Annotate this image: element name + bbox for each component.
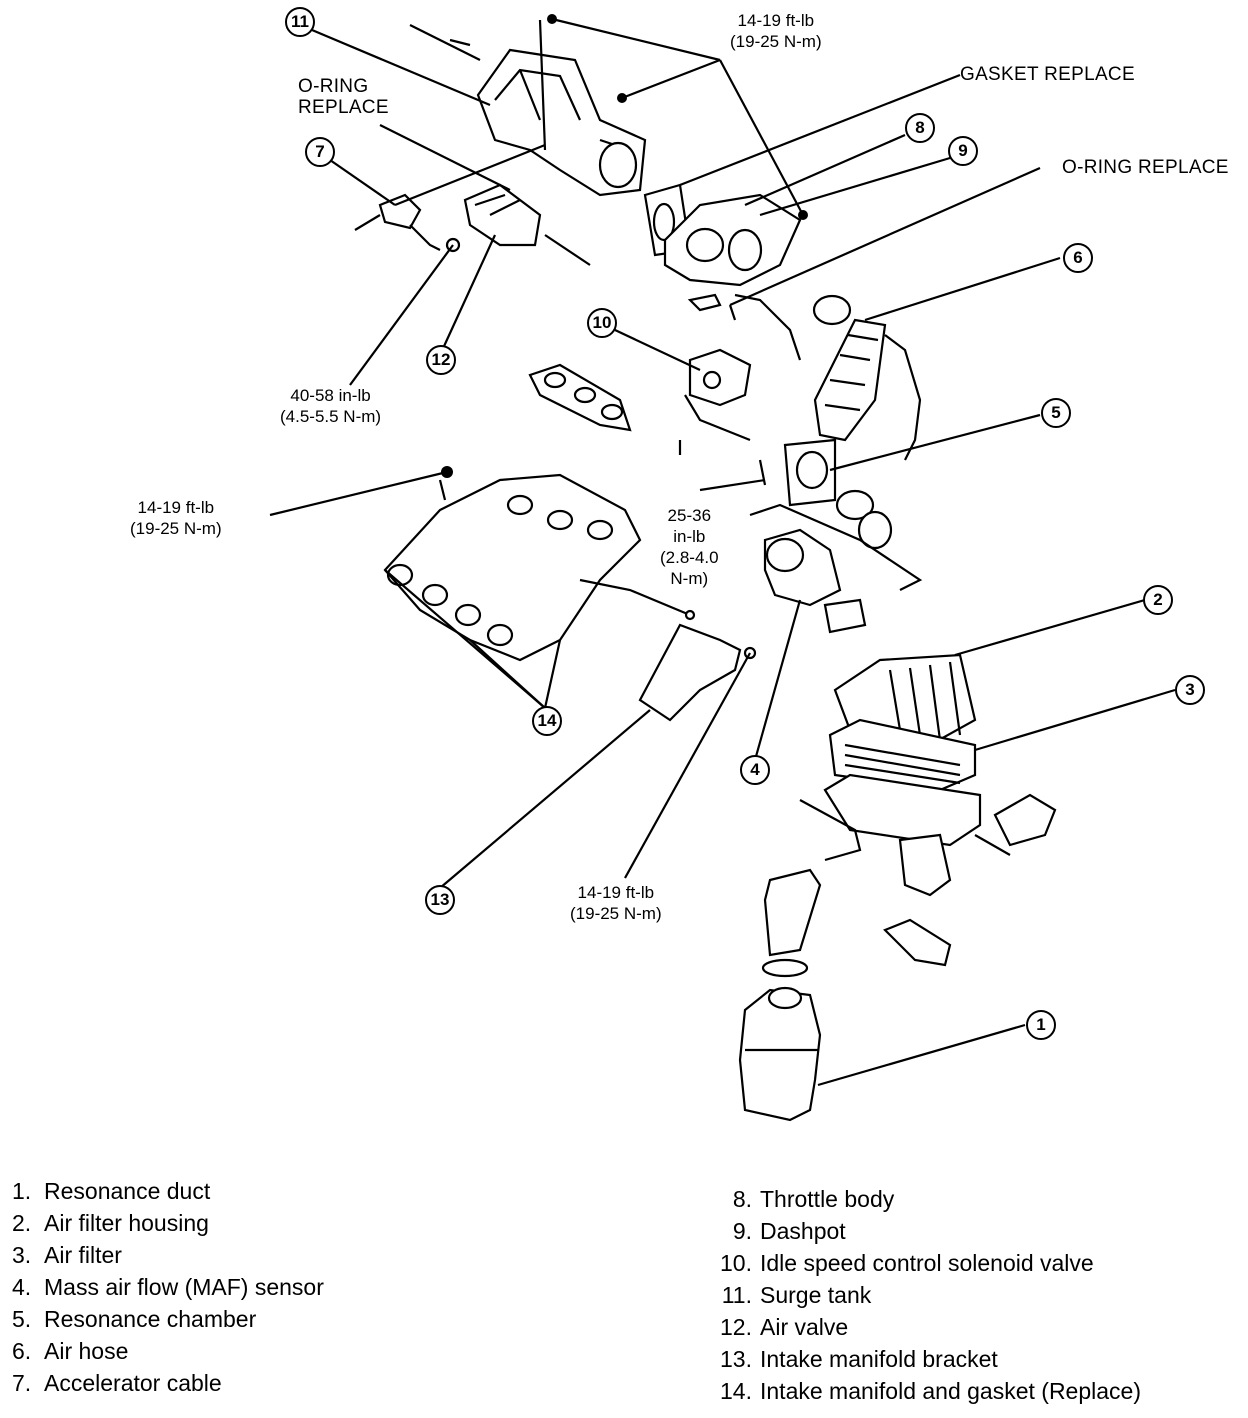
legend-label: Air hose (44, 1338, 129, 1364)
torque-bracket: 14-19 ft-lb (19-25 N-m) (570, 882, 662, 924)
legend-item: 9. Dashpot (706, 1215, 1141, 1247)
legend-number: 3. (12, 1242, 32, 1268)
callout-8: 8 (905, 113, 935, 143)
legend-label: Air filter (44, 1242, 122, 1268)
legend-item: 3. Air filter (12, 1239, 324, 1271)
torque-manifold-ftlb: 14-19 ft-lb (137, 498, 215, 517)
legend-label: Surge tank (760, 1282, 872, 1308)
callout-11-top: 11 (285, 7, 315, 37)
intake-manifold-part (383, 466, 691, 662)
oring-note-line-1: O-RING (298, 76, 369, 97)
legend-number: 10. (720, 1250, 752, 1276)
legend-number: 2. (12, 1210, 32, 1236)
torque-manifold: 14-19 ft-lb (19-25 N-m) (130, 497, 222, 539)
legend-item: 12. Air valve (706, 1311, 1141, 1343)
legend-item: 2. Air filter housing (12, 1207, 324, 1239)
throttle-body-part (643, 183, 808, 361)
torque-manifold-nm: (19-25 N-m) (130, 519, 222, 538)
callout-10: 10 (587, 308, 617, 338)
callout-3: 3 (1175, 675, 1205, 705)
torque-isc: 25-36 in-lb (2.8-4.0 N-m) (660, 505, 719, 589)
legend-number: 6. (12, 1338, 32, 1364)
legend-item: 6. Air hose (12, 1335, 324, 1367)
torque-bracket-nm: (19-25 N-m) (570, 904, 662, 923)
torque-air-valve-nm: (4.5-5.5 N-m) (280, 407, 382, 426)
torque-air-valve: 40-58 in-lb (4.5-5.5 N-m) (280, 385, 381, 427)
legend-number: 12. (720, 1314, 752, 1340)
legend-item: 10. Idle speed control solenoid valve (706, 1247, 1141, 1279)
callout-5: 5 (1041, 398, 1071, 428)
legend-label: Accelerator cable (44, 1370, 222, 1396)
accelerator-cable-part (354, 193, 441, 251)
legend-item: 4. Mass air flow (MAF) sensor (12, 1271, 324, 1303)
legend-number: 5. (12, 1306, 32, 1332)
legend-item: 7. Accelerator cable (12, 1367, 324, 1399)
callout-9: 9 (948, 136, 978, 166)
legend-item: 5. Resonance chamber (12, 1303, 324, 1335)
callout-6: 6 (1063, 243, 1093, 273)
air-filter-housing-part (799, 653, 1057, 897)
isc-valve-part (678, 348, 767, 492)
callout-13: 13 (425, 885, 455, 915)
legend-label: Idle speed control solenoid valve (760, 1250, 1094, 1276)
torque-top-nm: (19-25 N-m) (730, 32, 822, 51)
surge-tank-part (409, 14, 647, 197)
legend-number: 7. (12, 1370, 32, 1396)
resonance-chamber-part (783, 294, 922, 550)
legend-number: 14. (720, 1378, 752, 1404)
air-valve-part (445, 183, 591, 266)
callout-12: 12 (426, 345, 456, 375)
gasket-replace-note: GASKET REPLACE (960, 64, 1135, 85)
legend-label: Resonance chamber (44, 1306, 257, 1332)
torque-bracket-ftlb: 14-19 ft-lb (577, 883, 655, 902)
torque-top: 14-19 ft-lb (19-25 N-m) (730, 10, 822, 52)
callout-7: 7 (305, 137, 335, 167)
torque-isc-line-2: in-lb (673, 527, 706, 546)
callout-1: 1 (1026, 1010, 1056, 1040)
parts-legend-right: 8. Throttle body 9. Dashpot 10. Idle speed … (706, 1183, 1141, 1407)
legend-item: 11. Surge tank (706, 1279, 1141, 1311)
gasket-part (528, 363, 632, 432)
legend-label: Intake manifold and gasket (Replace) (760, 1378, 1141, 1404)
legend-label: Throttle body (760, 1186, 895, 1212)
legend-number: 1. (12, 1178, 32, 1204)
callout-14: 14 (532, 706, 562, 736)
torque-air-valve-inlb: 40-58 in-lb (290, 386, 371, 405)
legend-item: 14. Intake manifold and gasket (Replace) (706, 1375, 1141, 1407)
legend-item: 13. Intake manifold bracket (706, 1343, 1141, 1375)
legend-number: 8. (732, 1186, 752, 1212)
maf-sensor-part (749, 503, 923, 634)
parts-legend-left: 1. Resonance duct 2. Air filter housing 3.… (12, 1175, 324, 1399)
oring-note-line-2: REPLACE (298, 97, 389, 118)
torque-isc-line-3: (2.8-4.0 (660, 548, 719, 567)
legend-label: Intake manifold bracket (760, 1346, 998, 1372)
legend-label: Resonance duct (44, 1178, 211, 1204)
legend-number: 11. (721, 1282, 752, 1308)
resonance-duct-part (738, 868, 952, 1122)
legend-item: 8. Throttle body (706, 1183, 1141, 1215)
legend-label: Dashpot (760, 1218, 846, 1244)
oring-replace-note-left: O-RING REPLACE (298, 76, 389, 118)
legend-label: Air valve (760, 1314, 849, 1340)
torque-isc-line-1: 25-36 (667, 506, 712, 525)
callout-4: 4 (740, 755, 770, 785)
legend-label: Air filter housing (44, 1210, 209, 1236)
legend-label: Mass air flow (MAF) sensor (44, 1274, 324, 1300)
legend-number: 13. (720, 1346, 752, 1372)
torque-isc-line-4: N-m) (670, 569, 709, 588)
legend-number: 4. (12, 1274, 32, 1300)
torque-top-ftlb: 14-19 ft-lb (737, 11, 815, 30)
callout-2: 2 (1143, 585, 1173, 615)
legend-number: 9. (732, 1218, 752, 1244)
oring-replace-note-right: O-RING REPLACE (1062, 157, 1229, 178)
manifold-bracket-part (638, 609, 757, 722)
leader-lines (269, 17, 1176, 1087)
legend-item: 1. Resonance duct (12, 1175, 324, 1207)
